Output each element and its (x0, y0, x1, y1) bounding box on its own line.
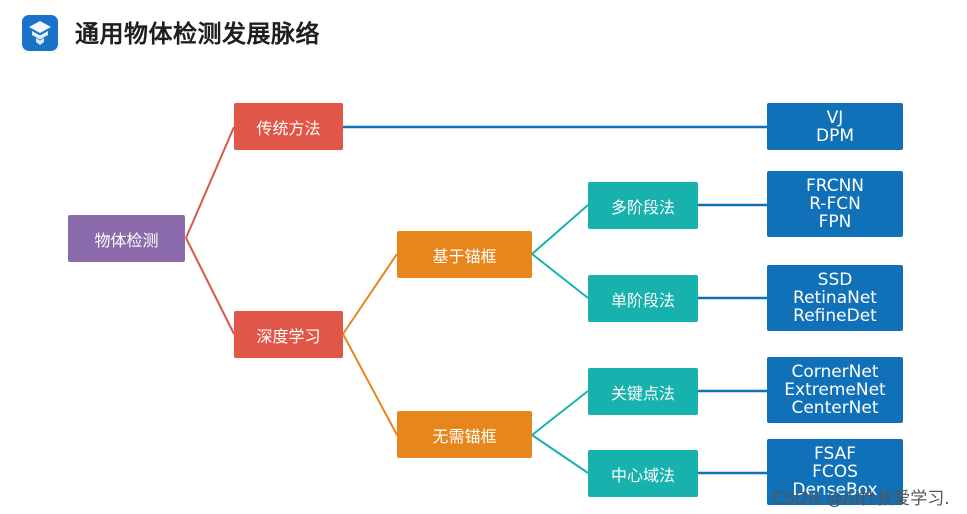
leaf-item: R-FCN (809, 194, 861, 214)
single-stage-label: 单阶段法 (610, 290, 675, 310)
traditional-methods-label: 传统方法 (256, 118, 321, 138)
leaf-item: CornerNet (791, 362, 879, 382)
brand-logo-icon (22, 15, 58, 51)
leaf-item: DPM (815, 125, 854, 146)
root-node-label: 物体检测 (94, 230, 159, 250)
root-node: 物体检测 (68, 215, 185, 262)
multi-stage-label: 多阶段法 (610, 197, 675, 217)
center-region-node: 中心域法 (588, 450, 698, 497)
leaf-multi-stage: FRCNN R-FCN FPN (767, 171, 903, 237)
keypoint-node: 关键点法 (588, 368, 698, 415)
watermark-text: CSDN @Ai杜叔爱学习. (772, 489, 950, 509)
leaf-item: VJ (826, 107, 844, 128)
leaf-item: FPN (818, 212, 852, 232)
anchor-based-label: 基于锚框 (432, 246, 497, 266)
anchor-free-label: 无需锚框 (432, 426, 497, 446)
leaf-item: CenterNet (791, 398, 879, 418)
leaf-item: RetinaNet (793, 288, 877, 308)
leaf-item: FRCNN (805, 176, 865, 196)
traditional-methods-node: 传统方法 (234, 103, 343, 150)
anchor-free-node: 无需锚框 (397, 411, 532, 458)
leaf-item: DenseBox (792, 480, 878, 500)
leaf-item: ExtremeNet (784, 380, 886, 400)
leaf-center-region: FSAF FCOS DenseBox (767, 439, 903, 505)
leaf-single-stage: SSD RetinaNet RefineDet (767, 265, 903, 331)
leaf-item: RefineDet (793, 306, 877, 326)
page-title: 通用物体检测发展脉络 (75, 20, 320, 48)
single-stage-node: 单阶段法 (588, 275, 698, 322)
leaf-keypoint: CornerNet ExtremeNet CenterNet (767, 357, 903, 423)
anchor-based-node: 基于锚框 (397, 231, 532, 278)
leaf-traditional: VJ DPM (767, 103, 903, 150)
multi-stage-node: 多阶段法 (588, 182, 698, 229)
deep-learning-node: 深度学习 (234, 311, 343, 358)
leaf-item: SSD (817, 270, 853, 290)
deep-learning-label: 深度学习 (256, 326, 321, 346)
center-region-label: 中心域法 (610, 465, 675, 485)
leaf-item: FSAF (814, 444, 856, 464)
keypoint-label: 关键点法 (610, 383, 675, 403)
leaf-item: FCOS (812, 462, 858, 482)
